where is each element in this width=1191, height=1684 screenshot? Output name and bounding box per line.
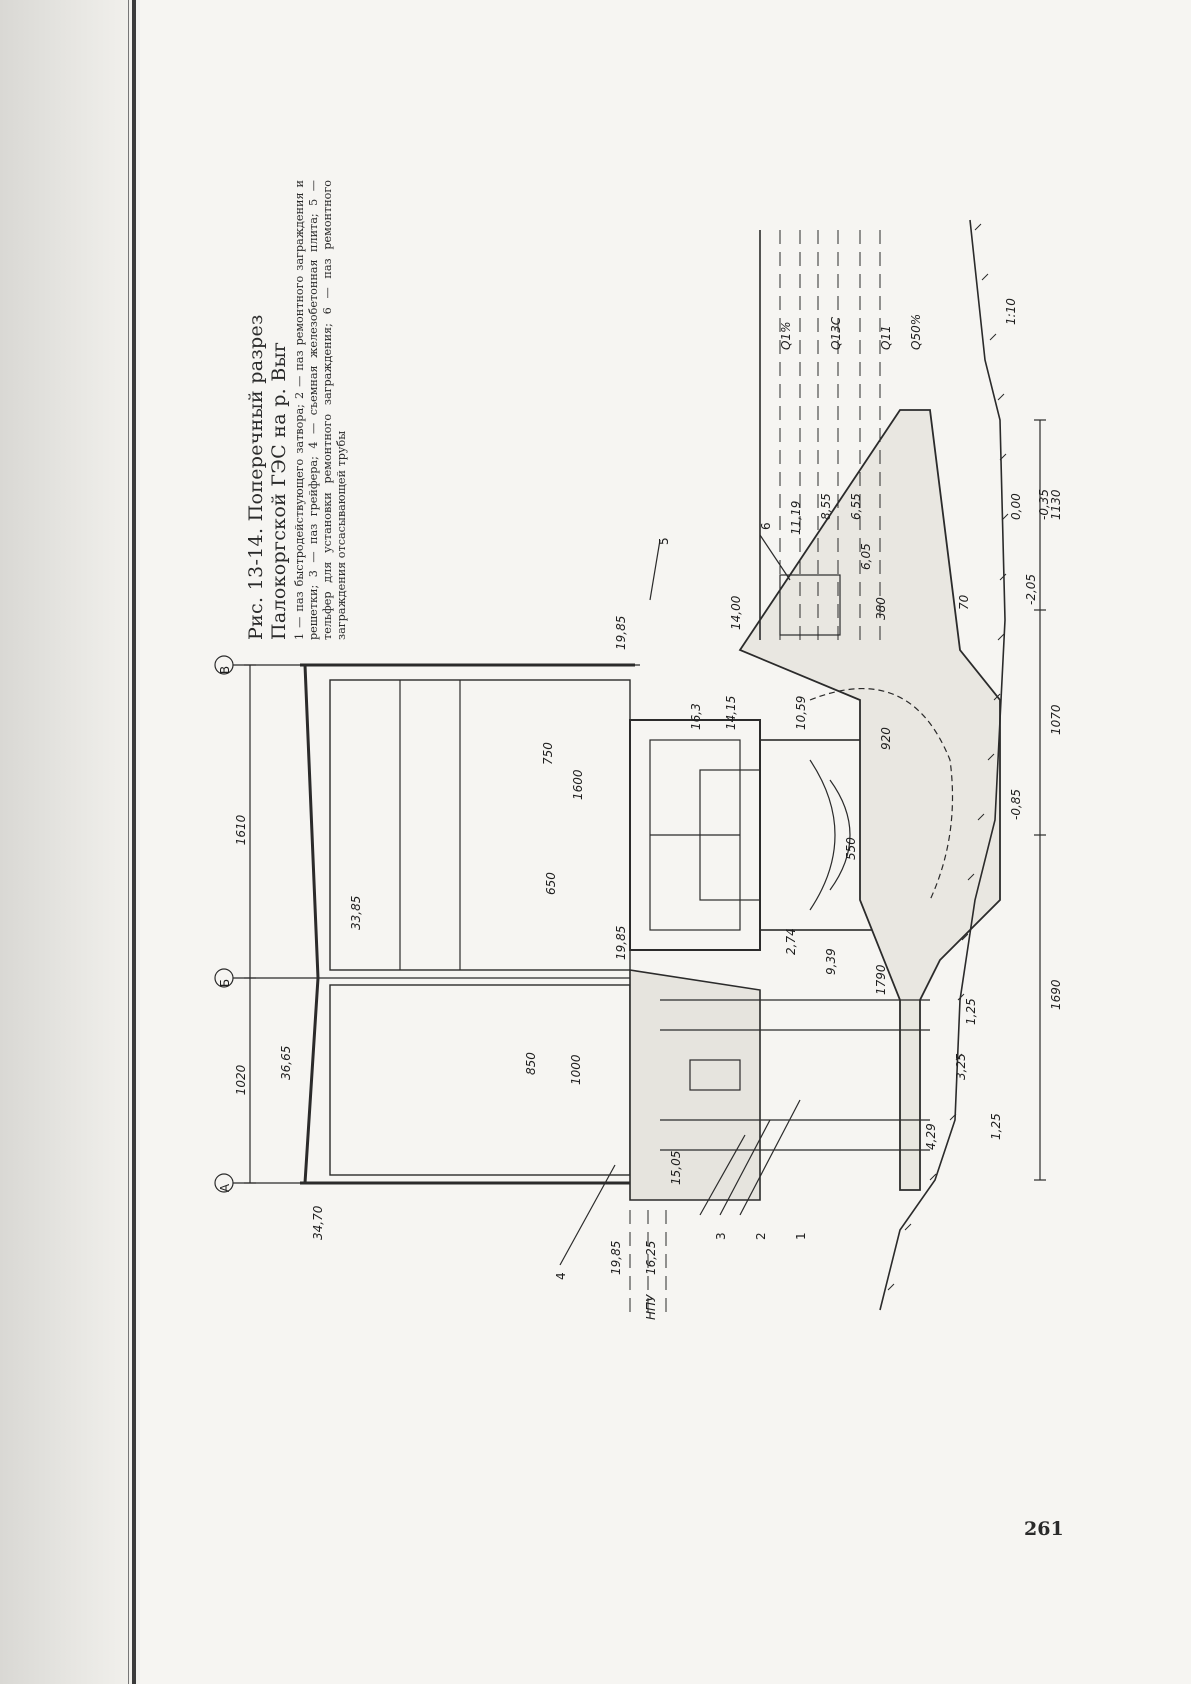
callout-leader-5 bbox=[649, 539, 661, 601]
elev-9-39: 9,39 bbox=[824, 948, 838, 975]
dim-550: 550 bbox=[844, 837, 858, 860]
axis-label-a: А bbox=[218, 1183, 232, 1192]
machine-hall bbox=[329, 679, 631, 971]
span-label-1020: 1020 bbox=[234, 1064, 248, 1095]
elev-14-00: 14,00 bbox=[729, 595, 743, 630]
dim-380: 380 bbox=[874, 597, 888, 620]
elev-19-85-c: 19,85 bbox=[609, 1241, 623, 1275]
slope-label: 1:10 bbox=[1004, 298, 1018, 325]
axis-marker-v bbox=[214, 655, 234, 675]
callout-leader-1 bbox=[739, 1099, 801, 1216]
draft-tube-concrete bbox=[738, 409, 1001, 1191]
elev-36-65: 36,65 bbox=[279, 1046, 293, 1080]
axis-marker-b bbox=[214, 968, 234, 988]
elev-0-00: 0,00 bbox=[1009, 493, 1023, 520]
dim-750: 750 bbox=[541, 742, 555, 765]
callout-3: 3 bbox=[714, 1232, 728, 1240]
dim-1690: 1690 bbox=[1049, 979, 1063, 1010]
dim-1130: 1130 bbox=[1049, 489, 1063, 520]
elev-19-85-b: 19,85 bbox=[614, 926, 628, 960]
figure-title: Рис. 13-14. Поперечный разрез Палокоргск… bbox=[245, 314, 290, 640]
ground-profile bbox=[879, 219, 1006, 1311]
elev-minus-0-85: -0,85 bbox=[1009, 789, 1023, 820]
elev-2-74: 2,74 bbox=[784, 928, 798, 955]
axis-label-b: Б bbox=[218, 979, 232, 987]
elev-15-05: 15,05 bbox=[669, 1151, 683, 1185]
callout-5: 5 bbox=[657, 537, 671, 545]
elev-33-85: 33,85 bbox=[349, 896, 363, 930]
flow-q13c: Q13C bbox=[829, 316, 843, 350]
service-bay bbox=[329, 984, 631, 1176]
tailrace-gate-frame bbox=[779, 574, 841, 636]
elev-6-55: 6,55 bbox=[849, 493, 863, 520]
dim-920: 920 bbox=[879, 727, 893, 750]
page-number: 261 bbox=[1024, 1518, 1064, 1540]
elev-8-55: 8,55 bbox=[819, 493, 833, 520]
flow-q1: Q1% bbox=[779, 322, 793, 350]
dim-1600: 1600 bbox=[571, 769, 585, 800]
concrete-foundation bbox=[629, 969, 761, 1201]
figure-caption: Рис. 13-14. Поперечный разрез Палокоргск… bbox=[245, 180, 349, 640]
callout-1: 1 bbox=[794, 1232, 808, 1240]
elev-4-29: 4,29 bbox=[924, 1123, 938, 1150]
axis-label-v: В bbox=[218, 666, 232, 674]
flow-q11: Q11 bbox=[879, 325, 893, 350]
elev-10-59: 10,59 bbox=[794, 696, 808, 730]
spine-edge-line bbox=[128, 0, 129, 1684]
roof-outline bbox=[303, 664, 320, 1184]
elev-1-25-b: 1,25 bbox=[989, 1113, 1003, 1140]
callout-leader-2 bbox=[719, 1119, 771, 1216]
dim-1000: 1000 bbox=[569, 1054, 583, 1085]
callout-leader-3 bbox=[699, 1134, 746, 1216]
elev-6-05: 6,05 bbox=[859, 543, 873, 570]
dim-650: 650 bbox=[544, 872, 558, 895]
elev-14-15: 14,15 bbox=[724, 696, 738, 730]
dim-1790: 1790 bbox=[874, 964, 888, 995]
elev-1-25-a: 1,25 bbox=[964, 998, 978, 1025]
callout-4: 4 bbox=[554, 1272, 568, 1280]
elev-34-70: 34,70 bbox=[311, 1205, 325, 1240]
book-binding-shadow bbox=[0, 0, 140, 1684]
callout-leader-4 bbox=[559, 1164, 616, 1266]
flow-q50: Q50% bbox=[909, 314, 923, 350]
dim-1070: 1070 bbox=[1049, 704, 1063, 735]
elev-11-19: 11,19 bbox=[789, 501, 803, 535]
npu-label: НПУ bbox=[644, 1294, 658, 1320]
callout-leader-6 bbox=[759, 534, 791, 581]
spine-edge bbox=[132, 0, 136, 1684]
dim-850: 850 bbox=[524, 1052, 538, 1075]
elev-minus-2-05: -2,05 bbox=[1024, 574, 1038, 605]
axis-marker-a bbox=[214, 1173, 234, 1193]
callout-2: 2 bbox=[754, 1232, 768, 1240]
elev-minus-0-35: -0,35 bbox=[1037, 489, 1051, 520]
span-label-1610: 1610 bbox=[234, 814, 248, 845]
callout-6: 6 bbox=[759, 522, 773, 530]
elev-16-25: 16,25 bbox=[644, 1241, 658, 1275]
elev-16-3: 16,3 bbox=[689, 703, 703, 730]
figure-legend: 1 — паз быстродействующего затвора; 2 — … bbox=[293, 180, 348, 640]
dim-70: 70 bbox=[957, 594, 971, 610]
elev-19-85-a: 19,85 bbox=[614, 616, 628, 650]
elev-3-25: 3,25 bbox=[954, 1053, 968, 1080]
